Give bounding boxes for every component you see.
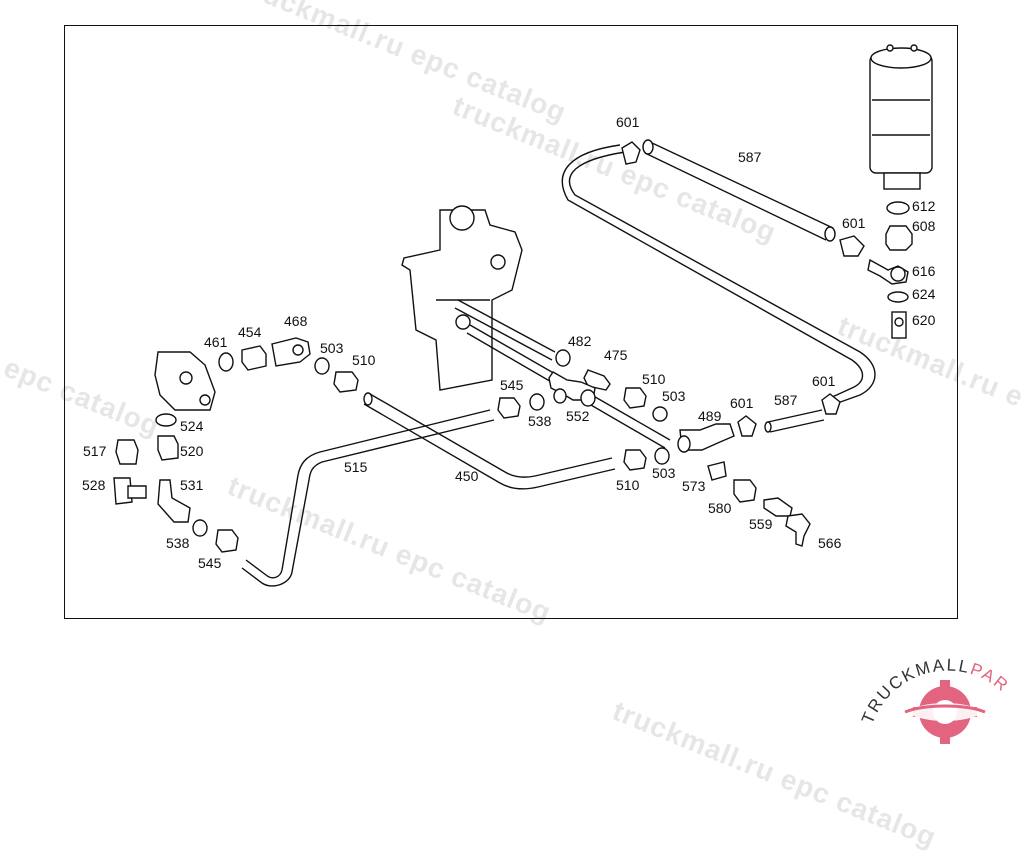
pipe-515 — [245, 409, 491, 579]
part-label: 601 — [616, 114, 640, 130]
part-label: 461 — [204, 334, 228, 350]
part-label: 580 — [708, 500, 732, 516]
part-label: 616 — [912, 263, 936, 279]
pipe-587-long — [568, 151, 876, 406]
gear-icon — [904, 680, 986, 744]
part-label: 601 — [812, 373, 836, 389]
part-label: 503 — [320, 340, 344, 356]
parts-diagram: 601 587 601 612 608 616 624 620 482 475 … — [0, 0, 1011, 744]
part-label: 482 — [568, 333, 592, 349]
part-label: 531 — [180, 477, 204, 493]
pipe-587-upper — [642, 139, 836, 242]
part-number-labels: 601 587 601 612 608 616 624 620 482 475 … — [82, 114, 936, 571]
part-label: 573 — [682, 478, 706, 494]
part-label: 624 — [912, 286, 936, 302]
part-label: 510 — [352, 352, 376, 368]
pipe-450 — [369, 393, 613, 478]
air-dryer-cartridge — [869, 44, 933, 190]
part-label: 450 — [455, 468, 479, 484]
part-label: 538 — [166, 535, 190, 551]
part-label: 515 — [344, 459, 368, 475]
part-label: 489 — [698, 408, 722, 424]
pipe-587-lower — [764, 409, 825, 433]
part-label: 612 — [912, 198, 936, 214]
part-label: 510 — [642, 371, 666, 387]
part-label: 503 — [652, 465, 676, 481]
part-label: 608 — [912, 218, 936, 234]
fitting-group — [113, 141, 913, 553]
central-valve-housing — [401, 205, 523, 391]
part-label: 559 — [749, 516, 773, 532]
part-label: 503 — [662, 388, 686, 404]
part-label: 566 — [818, 535, 842, 551]
part-label: 538 — [528, 413, 552, 429]
diagram-frame — [64, 25, 958, 619]
part-label: 587 — [738, 149, 762, 165]
svg-text:TRUCKMALLPARTS: TRUCKMALLPARTS — [0, 0, 1011, 727]
part-label: 517 — [83, 443, 107, 459]
part-label: 524 — [180, 418, 204, 434]
part-label: 552 — [566, 408, 590, 424]
small-valve-body — [154, 351, 216, 411]
part-label: 587 — [774, 392, 798, 408]
part-label: 620 — [912, 312, 936, 328]
part-label: 545 — [198, 555, 222, 571]
part-label: 601 — [842, 215, 866, 231]
part-label: 475 — [604, 347, 628, 363]
truckmall-parts-logo: TRUCKMALLPARTS — [0, 0, 1011, 744]
part-label: 510 — [616, 477, 640, 493]
part-label: 520 — [180, 443, 204, 459]
part-label: 601 — [730, 395, 754, 411]
part-label: 468 — [284, 313, 308, 329]
part-label: 545 — [500, 377, 524, 393]
part-label: 454 — [238, 324, 262, 340]
part-label: 528 — [82, 477, 106, 493]
